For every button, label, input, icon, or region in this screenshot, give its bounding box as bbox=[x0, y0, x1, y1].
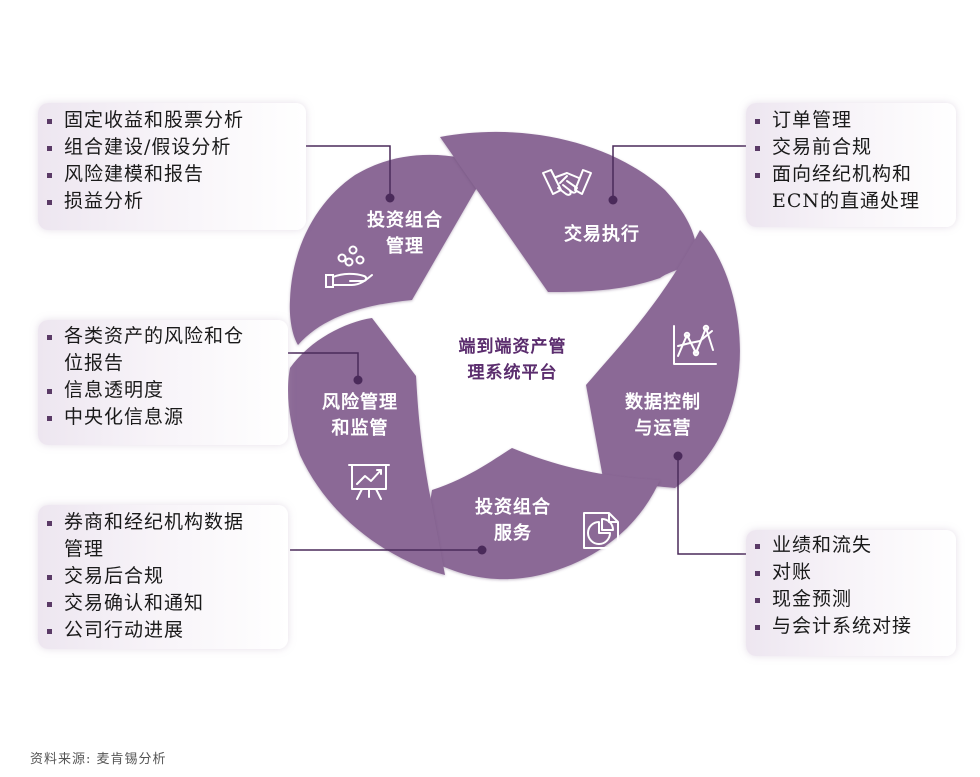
box-portfolio-management: 固定收益和股票分析 组合建设/假设分析 风险建模和报告 损益分析 bbox=[38, 103, 306, 230]
list-item: 损益分析 bbox=[38, 188, 306, 215]
connector-bottom-right bbox=[677, 458, 748, 555]
connector-mid-left bbox=[262, 352, 359, 378]
segment-portfolio-management bbox=[289, 154, 490, 345]
center-label: 端到端资产管 理系统平台 bbox=[440, 334, 585, 386]
segment-label-risk-oversight: 风险管理 和监管 bbox=[308, 390, 412, 442]
presentation-chart-icon bbox=[348, 464, 390, 500]
segment-label-data-ops: 数据控制 与运营 bbox=[613, 390, 713, 442]
box-data-ops: 业绩和流失 对账 现金预测 与会计系统对接 bbox=[746, 530, 956, 656]
connector-lines bbox=[262, 145, 748, 555]
segment-label-line: 与运营 bbox=[634, 418, 692, 439]
segment-label-portfolio-services: 投资组合 服务 bbox=[463, 495, 563, 547]
list-item: 中央化信息源 bbox=[38, 404, 288, 431]
segment-portfolio-services bbox=[427, 448, 660, 580]
box-trade-execution: 订单管理 交易前合规 面向经纪机构和 ECN的直通处理 bbox=[746, 103, 956, 227]
segment-label-line: 数据控制 bbox=[625, 392, 701, 413]
segment-label-line: 风险管理 bbox=[322, 392, 398, 413]
list-item-continued: 管理 bbox=[64, 538, 105, 560]
hand-coins-icon bbox=[325, 245, 373, 288]
list-item-continued: 位报告 bbox=[64, 352, 125, 374]
list-item: 交易前合规 bbox=[746, 134, 956, 161]
segment-risk-oversight bbox=[288, 318, 445, 575]
segment-label-line: 投资组合 bbox=[367, 210, 443, 231]
list-item: 对账 bbox=[746, 559, 956, 586]
list-item: 与会计系统对接 bbox=[746, 613, 956, 640]
segment-label-line: 和监管 bbox=[331, 418, 389, 439]
segment-label-line: 交易执行 bbox=[564, 224, 640, 245]
segment-label-line: 投资组合 bbox=[475, 497, 551, 518]
line-chart-icon bbox=[673, 324, 717, 365]
list-item: 交易后合规 bbox=[38, 563, 288, 590]
segment-label-portfolio-management: 投资组合 管理 bbox=[355, 208, 455, 260]
source-note: 资料来源: 麦肯锡分析 bbox=[30, 752, 167, 767]
list-item: 现金预测 bbox=[746, 586, 956, 613]
list-item: 业绩和流失 bbox=[746, 532, 956, 559]
handshake-icon bbox=[542, 169, 592, 196]
list-item: 风险建模和报告 bbox=[38, 161, 306, 188]
segment-label-line: 服务 bbox=[494, 523, 532, 544]
list-item: 固定收益和股票分析 bbox=[38, 107, 306, 134]
connector-top-right bbox=[612, 145, 748, 198]
list-item: 交易确认和通知 bbox=[38, 590, 288, 617]
list-item-continued: ECN的直通处理 bbox=[772, 190, 921, 212]
box-risk-oversight: 各类资产的风险和仓 位报告 信息透明度 中央化信息源 bbox=[38, 320, 288, 445]
connector-dots bbox=[353, 193, 683, 555]
center-label-line: 理系统平台 bbox=[467, 363, 558, 383]
pie-document-icon bbox=[583, 512, 619, 549]
segment-data-ops bbox=[586, 230, 740, 488]
list-item: 各类资产的风险和仓 bbox=[38, 323, 288, 350]
box-portfolio-services: 券商和经纪机构数据 管理 交易后合规 交易确认和通知 公司行动进展 bbox=[38, 505, 288, 649]
segment-label-trade-execution: 交易执行 bbox=[552, 222, 652, 248]
segment-trade-execution bbox=[440, 131, 697, 292]
list-item: 面向经纪机构和 bbox=[746, 161, 956, 188]
list-item: 信息透明度 bbox=[38, 377, 288, 404]
list-item: 公司行动进展 bbox=[38, 617, 288, 644]
list-item: 订单管理 bbox=[746, 107, 956, 134]
center-label-line: 端到端资产管 bbox=[458, 337, 567, 357]
segment-label-line: 管理 bbox=[386, 236, 424, 257]
list-item: 组合建设/假设分析 bbox=[38, 134, 306, 161]
list-item: 券商和经纪机构数据 bbox=[38, 509, 288, 536]
